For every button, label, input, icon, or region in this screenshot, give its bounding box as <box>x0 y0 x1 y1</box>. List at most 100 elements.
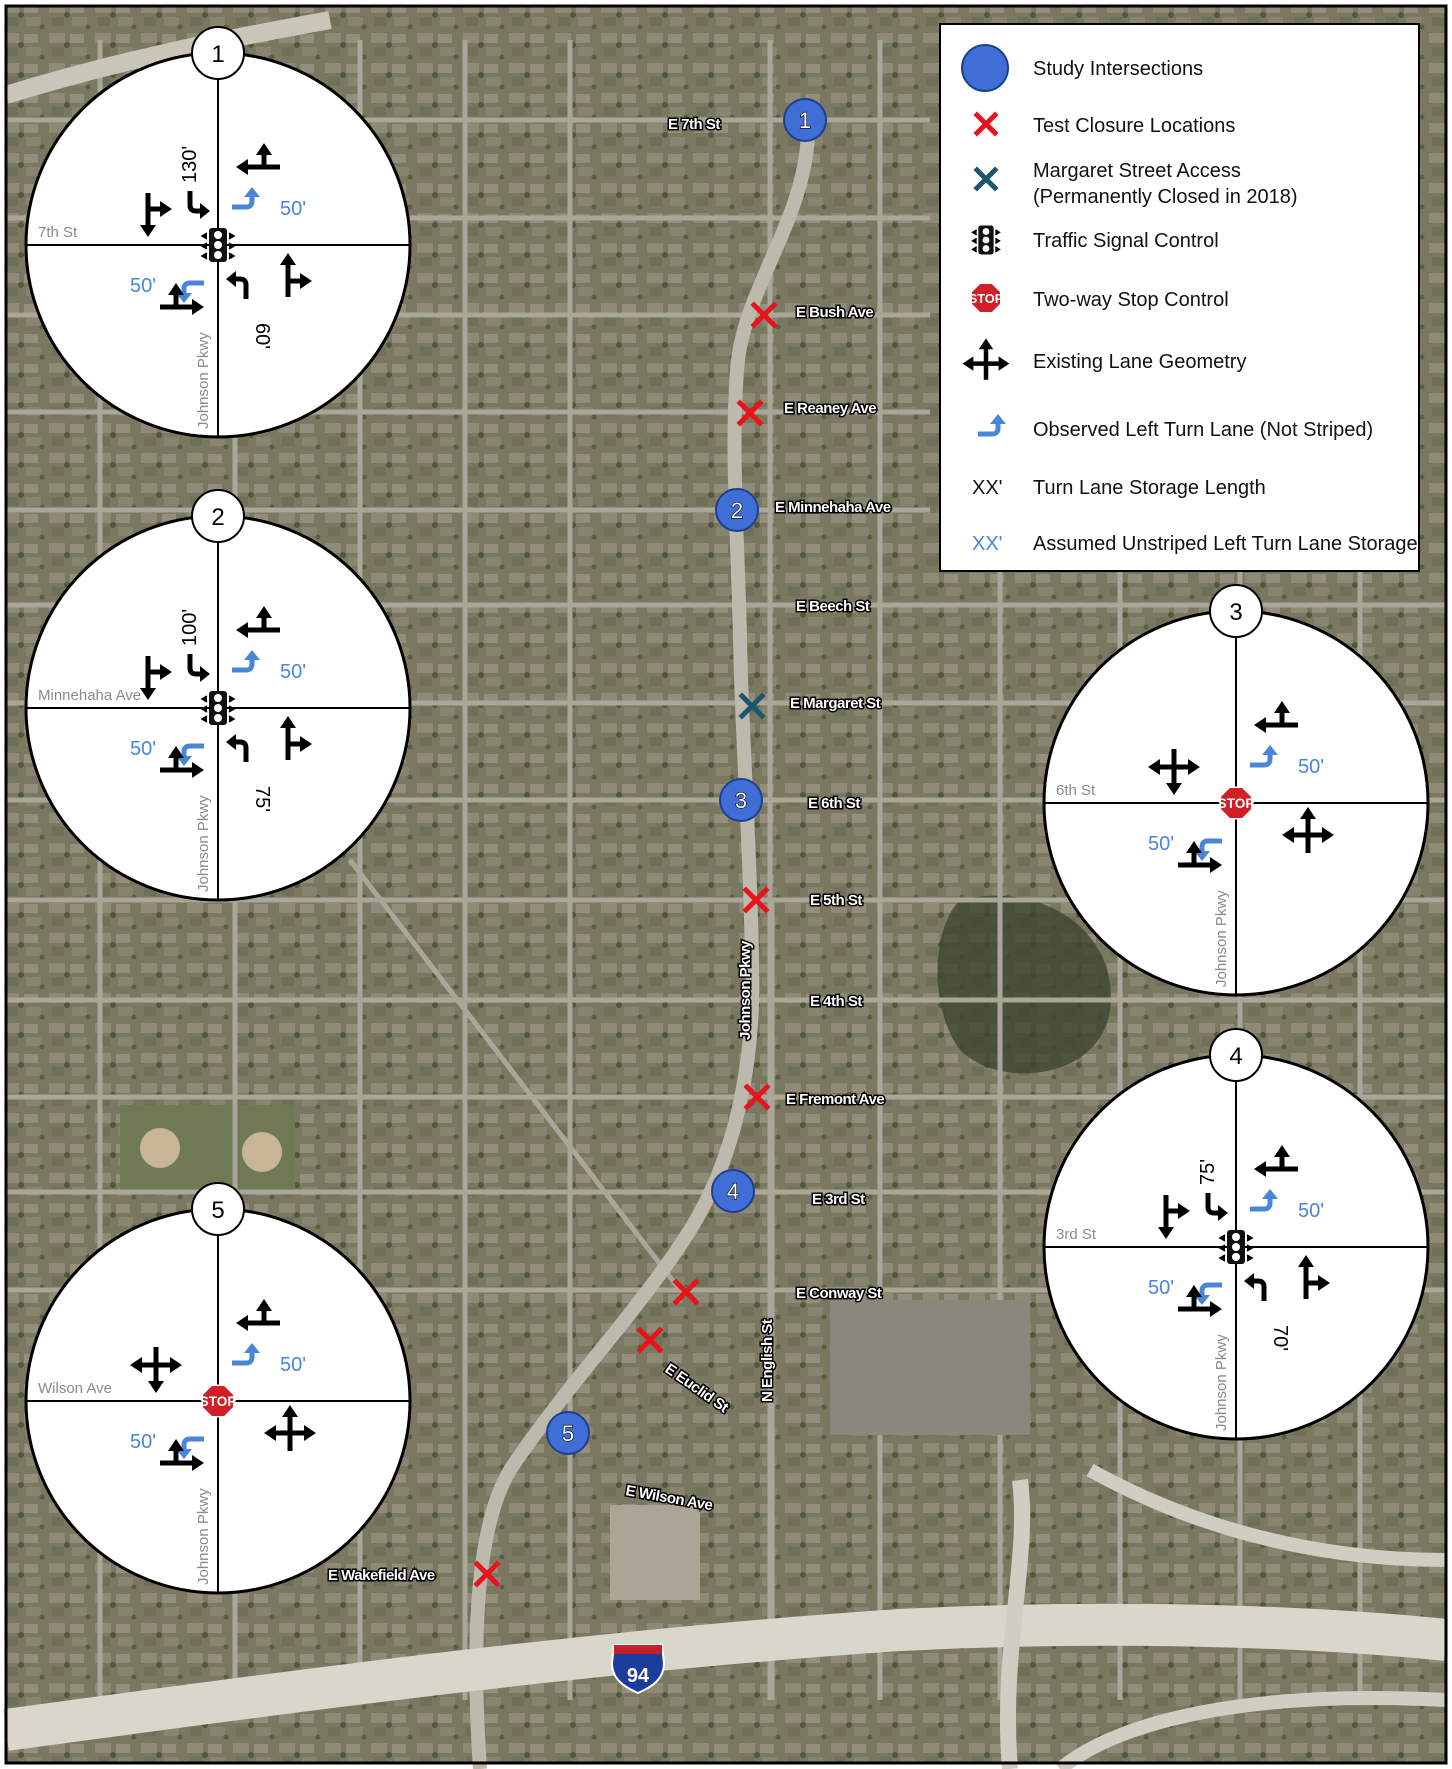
ball-diamond <box>242 1132 282 1172</box>
wb-lane-arrow <box>1254 701 1298 733</box>
closure-x-icon <box>750 301 778 329</box>
study-intersection-number: 5 <box>562 1421 574 1446</box>
building <box>610 1505 700 1600</box>
street-label-e7th: E 7th St <box>668 116 720 133</box>
nb-lane-arrow <box>1282 807 1334 853</box>
cross-street-label: 6th St <box>1056 782 1096 799</box>
closure-x-icon <box>672 1278 700 1306</box>
wb-lane-arrow <box>236 1299 280 1331</box>
legend-symbol-assumed: XX' <box>972 533 1003 555</box>
svg-text:STOP: STOP <box>200 1394 237 1409</box>
blue-left-turn-icon <box>176 743 204 766</box>
study-intersection-number: 4 <box>727 1179 739 1204</box>
nb-left-turn-icon <box>226 734 249 762</box>
sb-lane-arrow <box>140 193 172 237</box>
sb-storage-length: 100' <box>179 609 201 646</box>
eb-lane-arrow <box>1178 841 1222 873</box>
wooded-area <box>937 895 1111 1074</box>
svg-text:STOP: STOP <box>969 291 1004 306</box>
svg-text:STOP: STOP <box>1218 796 1255 811</box>
blue-left-turn-icon <box>1194 1282 1222 1305</box>
cross-street-label: 7th St <box>38 224 78 241</box>
street-label-e3rd: E 3rd St <box>812 1191 865 1208</box>
wb-lane-arrow <box>1254 1145 1298 1177</box>
study-intersection-marker: 2 <box>715 488 759 532</box>
highway <box>3 11 332 104</box>
ball-diamond <box>140 1128 180 1168</box>
assumed-storage-eb: 50' <box>1148 833 1174 855</box>
study-intersection-number: 3 <box>735 788 747 813</box>
assumed-storage-eb: 50' <box>130 738 156 760</box>
legend-label-lanes: Existing Lane Geometry <box>1033 351 1246 373</box>
nb-lane-arrow <box>264 1405 316 1451</box>
assumed-storage-eb: 50' <box>130 275 156 297</box>
closure-x-icon <box>473 1560 501 1588</box>
street-label-fremont: E Fremont Ave <box>786 1091 884 1108</box>
blue-left-turn-icon <box>176 280 204 303</box>
red-x-icon <box>973 111 999 137</box>
sb-left-turn-icon <box>1205 1193 1228 1221</box>
street-label-e5th: E 5th St <box>810 892 862 909</box>
assumed-storage-wb: 50' <box>280 1354 306 1376</box>
assumed-storage-wb: 50' <box>1298 1200 1324 1222</box>
blue-left-turn-icon <box>1250 745 1278 768</box>
study-intersection-number: 2 <box>731 498 743 523</box>
map-frame <box>4 4 1448 1765</box>
assumed-storage-eb: 50' <box>130 1431 156 1453</box>
eb-lane-arrow <box>1178 1285 1222 1317</box>
eb-lane-arrow <box>160 283 204 315</box>
main-street-label: Johnson Pkwy <box>195 1488 212 1585</box>
nb-lane-arrow <box>1298 1255 1330 1299</box>
street-label-e4th: E 4th St <box>810 993 862 1010</box>
nb-left-turn-icon <box>226 271 249 299</box>
legend-label-stop: Two-way Stop Control <box>1033 289 1229 311</box>
traffic-signal-icon <box>200 691 236 725</box>
legend-label-study: Study Intersections <box>1033 58 1203 80</box>
interchange-ramp <box>1086 1463 1447 1567</box>
nb-storage-length: 60' <box>251 323 273 349</box>
legend-box <box>939 23 1420 572</box>
street-label-johnson: Johnson Pkwy <box>737 940 754 1040</box>
study-intersection-marker: 4 <box>711 1169 755 1213</box>
blue-left-turn-icon <box>1194 838 1222 861</box>
traffic-signal-icon <box>971 225 1001 255</box>
inset-number: 5 <box>211 1197 224 1224</box>
legend-label-margaret-sub: (Permanently Closed in 2018) <box>1033 186 1298 208</box>
nb-lane-arrow <box>280 253 312 297</box>
inset-number-badge <box>191 489 245 543</box>
interstate-94 <box>3 1603 1449 1751</box>
street-label-minnehaha: E Minnehaha Ave <box>775 499 891 516</box>
study-intersection-icon <box>961 44 1009 92</box>
closure-x-icon <box>742 886 770 914</box>
nb-storage-length: 75' <box>251 786 273 812</box>
stop-sign-icon: STOP <box>200 1384 237 1418</box>
blue-left-turn-icon <box>232 187 260 210</box>
closure-x-icon <box>743 1083 771 1111</box>
closure-x-icon <box>636 1326 664 1354</box>
main-street-label: Johnson Pkwy <box>195 332 212 429</box>
assumed-storage-wb: 50' <box>280 661 306 683</box>
legend-label-closure: Test Closure Locations <box>1033 115 1235 137</box>
inset-number: 2 <box>211 504 224 531</box>
eb-lane-arrow <box>160 1439 204 1471</box>
legend-label-storage: Turn Lane Storage Length <box>1033 477 1266 499</box>
study-intersection-marker: 1 <box>783 98 827 142</box>
sb-left-turn-icon <box>187 654 210 682</box>
street-label-wakefield: E Wakefield Ave <box>328 1567 435 1584</box>
eb-lane-arrow <box>160 746 204 778</box>
sb-lane-arrow <box>140 656 172 700</box>
blue-left-turn-icon <box>1250 1189 1278 1212</box>
street-label-beech: E Beech St <box>796 598 870 615</box>
legend-label-observed: Observed Left Turn Lane (Not Striped) <box>1033 419 1373 441</box>
nb-lane-arrow <box>280 716 312 760</box>
street-label-reaney: E Reaney Ave <box>784 400 876 417</box>
blue-left-turn-icon <box>232 1343 260 1366</box>
sb-storage-length: 75' <box>1197 1159 1219 1185</box>
study-markers: 1 2 3 4 5 <box>546 98 827 1455</box>
inset-number: 1 <box>211 41 224 68</box>
study-intersection-number: 1 <box>799 108 811 133</box>
